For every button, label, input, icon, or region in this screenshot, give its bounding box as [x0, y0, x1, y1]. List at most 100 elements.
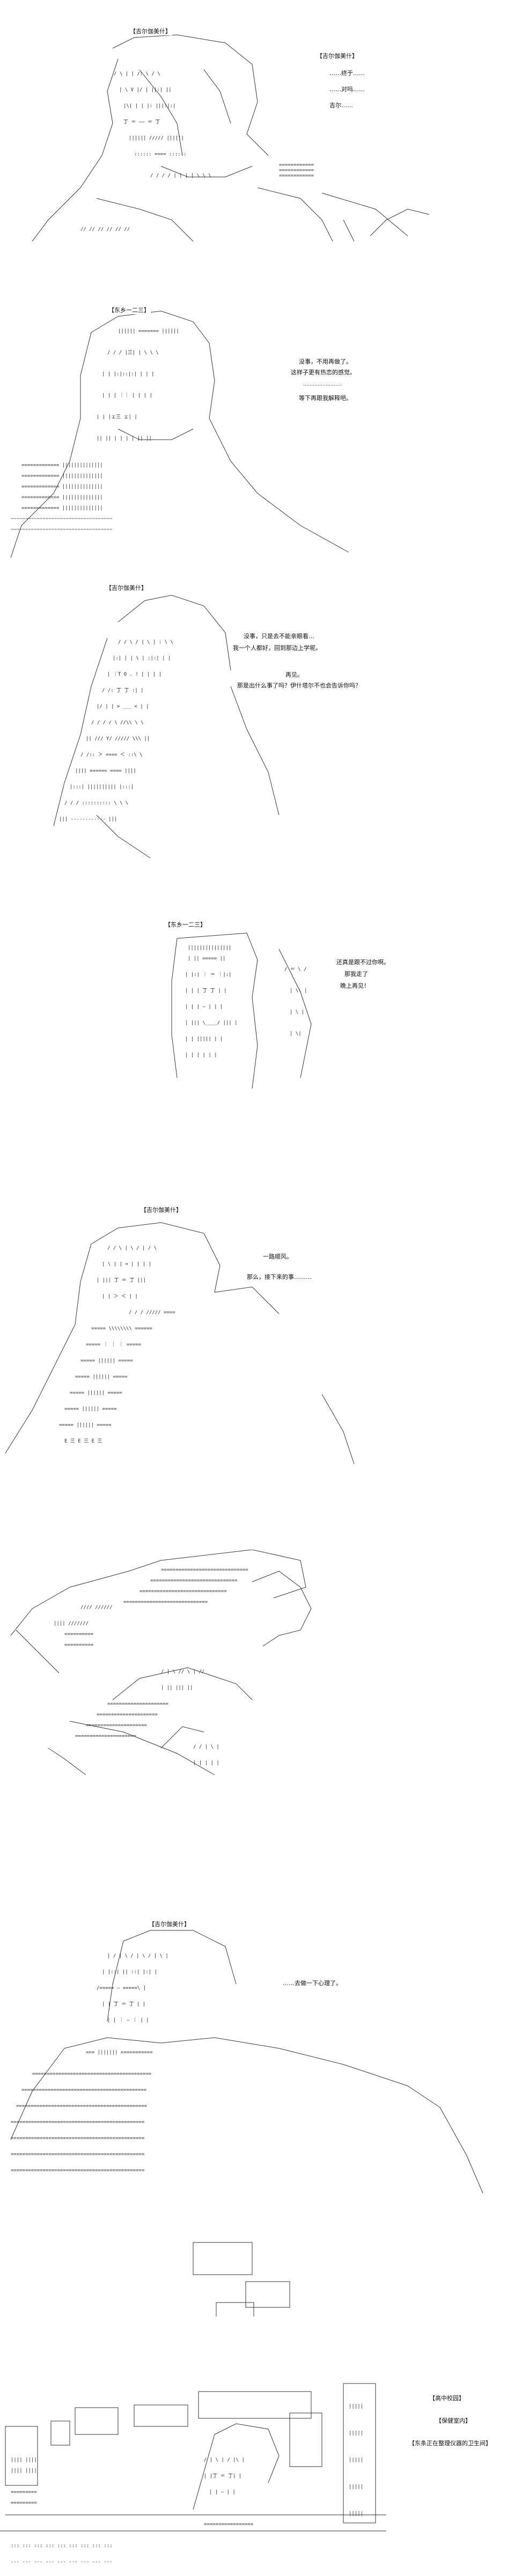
svg-text:| | |ェ三 ェ| |: | | |ェ三 ェ| | [97, 414, 137, 420]
svg-text:|||| ///////: |||| /////// [54, 1621, 89, 1626]
svg-text:| |::| || ::| |:| |: | |::| || ::| |:| | [102, 1970, 157, 1975]
svg-text:|:::| |||||||||| |:::|: |:::| |||||||||| |:::| [70, 784, 134, 790]
ascii-art-scene: |||| |||| |||| |||| ========= ========= … [0, 2383, 386, 2565]
svg-text:| || ||| ||: | || ||| || [161, 1685, 193, 1691]
svg-text:| || ===== ||: | || ===== || [188, 956, 225, 961]
ascii-art-scene: ============================== =========… [10, 1550, 312, 1775]
panel-6: ============================== =========… [0, 1550, 507, 1786]
svg-text:|||| ====== ==== ||||: |||| ====== ==== |||| [75, 768, 136, 774]
svg-text:| | | 丁 丁 | |: | | | 丁 丁 | | [185, 988, 227, 994]
svg-text:=====================: ===================== [97, 1712, 158, 1718]
svg-text:============= ||||||||||||||: ============= |||||||||||||| [21, 463, 103, 468]
svg-text:/ /: 丁 丁 :| |: / /: 丁 丁 :| | [102, 688, 144, 693]
svg-text:==============================: ============================== [161, 1567, 248, 1573]
svg-text:===== |||||| =====: ===== |||||| ===== [64, 1407, 117, 1412]
svg-text:| |丁 ＝ 丁| |: | |丁 ＝ 丁| | [204, 2474, 241, 2479]
svg-text:=========: ========= [11, 2500, 37, 2506]
svg-text:============= ||||||||||||||: ============= |||||||||||||| [21, 473, 103, 479]
svg-text:/ / / |三| | \ \ \: / / / |三| | \ \ \ [107, 350, 159, 356]
svg-text:| \ V |/ | ||:| ||: | \ V |/ | ||:| || [119, 87, 172, 93]
svg-text:|/ | | > ___ < | |: |/ | | > ___ < | | [97, 704, 149, 709]
svg-text:|| /// Y/ ///// \\\ ||: || /// Y/ ///// \\\ || [86, 736, 150, 742]
ascii-art-character: |||||| ======= |||||| / / / |三| | \ \ \ … [10, 310, 349, 558]
svg-text:| ||| \____/ ||| |: | ||| \____/ ||| | [185, 1020, 238, 1026]
svg-text:/ | \ // \ | //: / | \ // \ | // [161, 1669, 204, 1675]
svg-text:============: ============ [279, 162, 314, 168]
panel-7: | / | \ / | \ / | \ | | |::| || ::| |:| … [0, 1914, 507, 2220]
svg-text:===== |||||| =====: ===== |||||| ===== [70, 1390, 122, 1396]
svg-text:|||||: ||||| [349, 2404, 363, 2409]
panel-5: / / \ | \ / | / \ | \ | | = | | | | | ||… [0, 1206, 507, 1475]
svg-text:| | 丁 ＝ 丁 | |: | | 丁 ＝ 丁 | | [102, 2002, 145, 2007]
svg-text:~~~~~~~~~~~~~~~~~~~~~~~~~~~~~~: ~~~~~~~~~~~~~~~~~~~~~~~~~~~~~~~~~~~ [11, 516, 113, 522]
svg-text:===== |||||| =====: ===== |||||| ===== [75, 1374, 128, 1380]
svg-text:/ | \ | / |\ |: / | \ | / |\ | [204, 2457, 245, 2463]
svg-text:|||||: ||||| [349, 2431, 363, 2436]
svg-text:==============================: ========================================… [11, 2120, 145, 2125]
svg-text:==============================: ========================================… [21, 2088, 147, 2093]
svg-text:============= ||||||||||||||: ============= |||||||||||||| [21, 484, 103, 490]
svg-text:/ / \ | \ / | / \: / / \ | \ / | / \ [107, 1246, 157, 1251]
svg-text:|| || | | | | || ||: || || | | | | || || [97, 436, 152, 441]
svg-text:| | ＞ ＜ | |: | | ＞ ＜ | | [102, 1294, 138, 1299]
dialogue-line: ……去做一下心理了。 [282, 1980, 343, 1987]
svg-text:|||||: ||||| [349, 2484, 363, 2490]
svg-text:| | | ― | | |: | | | ― | | | [185, 1004, 223, 1010]
dotted-divider: …………………… [303, 382, 342, 387]
ascii-art-character: / \ | | /: \ / \ | \ V |/ | ||:| || |\| … [32, 34, 430, 242]
svg-text:==============================: ========================================… [16, 2104, 147, 2109]
svg-text:| \|: | \| [290, 1031, 302, 1037]
panel-1: / \ | | /: \ / \ | \ V |/ | ||:| || |\| … [0, 16, 507, 252]
svg-text:===== |||||| =====: ===== |||||| ===== [59, 1423, 112, 1428]
dialogue-line: 我一个人都好，回到那边上学呢。 [232, 645, 322, 652]
dialogue-line: ……终于…… [328, 70, 366, 77]
svg-text:| | | | | |: | | | | | | [185, 1053, 217, 1058]
svg-text:| | | | |: | | | | | [193, 1760, 219, 1766]
svg-text:/ /:: ＞ ==== ＜ ::\ \: / /:: ＞ ==== ＜ ::\ \ [80, 752, 143, 758]
svg-text:|\| | | |: |||:|:|: |\| | | |: |||:|:| [123, 103, 176, 109]
svg-text:==============================: ========================================… [11, 2168, 145, 2173]
dialogue-line: 等下再跟我解释吧。 [298, 395, 353, 402]
svg-text:============: ============ [279, 168, 314, 173]
svg-text:==============================: ============================== [150, 1578, 238, 1583]
dialogue-line: 一路顺风。 [262, 1253, 293, 1261]
svg-text:/ \ | | /: \ / \: / \ | | /: \ / \ [114, 71, 160, 77]
svg-text:|||||| ///// ||||||: |||||| ///// |||||| [129, 136, 184, 141]
svg-text:|||||||||||||||: ||||||||||||||| [188, 945, 231, 951]
svg-text:============= ||||||||||||||: ============= |||||||||||||| [21, 506, 103, 511]
svg-text:| \ | | = | | | |: | \ | | = | | | | [102, 1262, 151, 1267]
svg-text:===== ｜ ｜ ｜ =====: ===== ｜ ｜ ｜ ===== [86, 1342, 141, 1348]
panel-9-scene: |||| |||| |||| |||| ========= ========= … [0, 2354, 507, 2576]
panel-8-boxes [0, 2236, 507, 2316]
dialogue-line: 晚上再见！ [339, 982, 371, 990]
svg-text:==============================: ========================================… [32, 2071, 152, 2077]
svg-text:/ / / / \ //\\ \ \: / / / / \ //\\ \ \ [91, 720, 144, 726]
svg-text:=====================: ===================== [75, 1734, 136, 1739]
svg-text:|||| ||||: |||| |||| [11, 2468, 37, 2474]
svg-text:|||||: ||||| [349, 2511, 363, 2516]
dialogue-line: 这样子更有热恋的感觉。 [290, 369, 357, 376]
svg-text:=== ||||||| ===========: === ||||||| =========== [86, 2050, 153, 2055]
svg-text:::: ::: ::: ::: ::: ::: ::: ::: ::: ::: ::: ::: ::: ::: ::: ::: ::: [11, 2543, 113, 2549]
svg-text:===== \\\\\\\\ ======: ===== \\\\\\\\ ====== [91, 1326, 152, 1331]
ascii-art-character: ||||||||||||||| | || ===== || | |:| ｜ ＝ … [171, 932, 312, 1089]
panel-2: |||||| ======= |||||| / / / |三| | \ \ \ … [0, 300, 507, 568]
svg-text:/ / / ///// ====: / / / ///// ==== [129, 1310, 175, 1315]
dialogue-line: 那是出什么事了吗？伊什塔尔不也会告诉你吗？ [236, 682, 362, 690]
speaker-tag: 【吉尔伽美什】 [105, 584, 148, 592]
svg-text:| \ |: | \ | [290, 1010, 304, 1015]
dialogue-line: 吉尔…… [328, 102, 354, 109]
svg-text:=====================: ===================== [86, 1723, 147, 1728]
svg-text:--- --- --- --- --- --- --- --: --- --- --- --- --- --- --- --- --- [11, 2559, 113, 2565]
svg-text:==============================: ========================================… [11, 2136, 145, 2141]
svg-text:==============================: ========================================… [11, 2152, 145, 2157]
svg-text:| | ||||| | |: | | ||||| | | [185, 1037, 223, 1042]
svg-text:E 三 E 三 E 三: E 三 E 三 E 三 [64, 1439, 102, 1444]
svg-text:| | | ｜｜ | | | |: | | | ｜｜ | | | | [102, 393, 152, 398]
svg-text:~~~~~~~~~~~~~~~~~~~~~~~~~~~~~~: ~~~~~~~~~~~~~~~~~~~~~~~~~~~~~~~~~~~ [11, 527, 113, 532]
svg-text:=========: ========= [11, 2490, 37, 2495]
svg-text:=============================: ============================= [123, 1600, 208, 1605]
dialogue-line: 没事，只是去不能亲眼看… [243, 633, 315, 640]
svg-text:| \\ |: | \\ | [290, 988, 307, 994]
svg-text:=====================: ===================== [107, 1701, 168, 1707]
